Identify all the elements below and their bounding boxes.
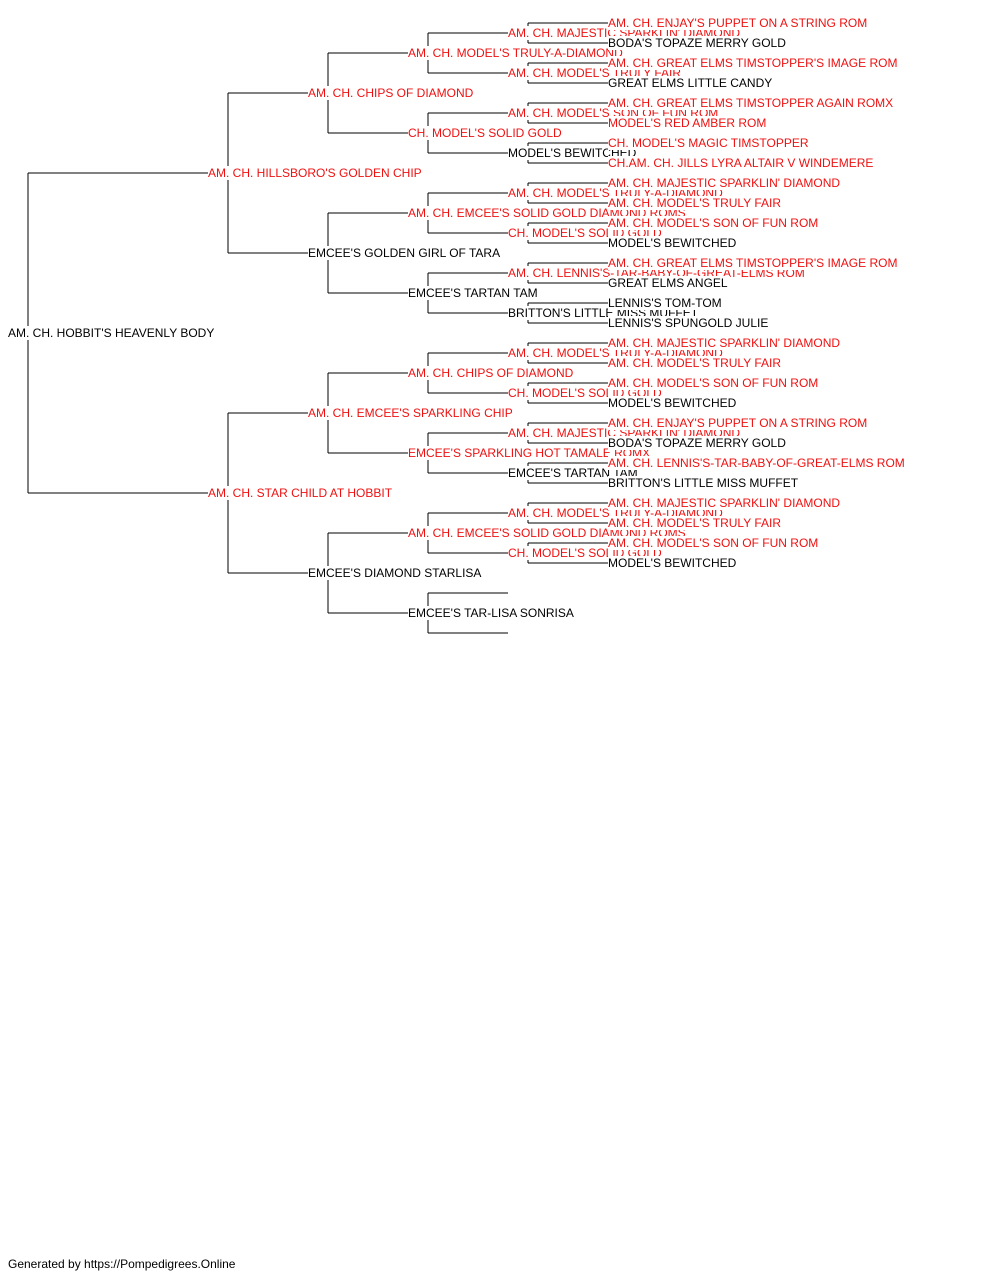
pedigree-entry-gen3: EMCEE'S TARTAN TAM	[408, 286, 540, 300]
pedigree-entry-gen5: CH.AM. CH. JILLS LYRA ALTAIR V WINDEMERE	[608, 156, 876, 170]
footer-credit: Generated by https://Pompedigrees.Online	[8, 1257, 236, 1271]
pedigree-entry-gen3: EMCEE'S SPARKLING HOT TAMALE ROMX	[408, 446, 653, 460]
pedigree-entry-gen3: AM. CH. CHIPS OF DIAMOND	[408, 366, 576, 380]
pedigree-entry-gen5: AM. CH. MODEL'S SON OF FUN ROM	[608, 376, 821, 390]
pedigree-entry-gen4: MODEL'S BEWITCHED	[508, 146, 639, 160]
pedigree-entry-gen2: AM. CH. CHIPS OF DIAMOND	[308, 86, 476, 100]
pedigree-entry-gen0: AM. CH. HOBBIT'S HEAVENLY BODY	[8, 326, 217, 340]
pedigree-entry-gen5: AM. CH. GREAT ELMS TIMSTOPPER AGAIN ROMX	[608, 96, 896, 110]
pedigree-entry-gen3: EMCEE'S TAR-LISA SONRISA	[408, 606, 576, 620]
pedigree-entry-gen5: AM. CH. LENNIS'S-TAR-BABY-OF-GREAT-ELMS …	[608, 456, 907, 470]
pedigree-entry-gen5: AM. CH. ENJAY'S PUPPET ON A STRING ROM	[608, 416, 870, 430]
pedigree-entry-gen3: CH. MODEL'S SOLID GOLD	[408, 126, 564, 140]
pedigree-entry-gen5: AM. CH. GREAT ELMS TIMSTOPPER'S IMAGE RO…	[608, 56, 900, 70]
pedigree-entry-gen3: AM. CH. MODEL'S TRULY-A-DIAMOND	[408, 46, 625, 60]
pedigree-entry-gen5: AM. CH. MAJESTIC SPARKLIN' DIAMOND	[608, 336, 843, 350]
pedigree-entry-gen5: BODA'S TOPAZE MERRY GOLD	[608, 436, 788, 450]
pedigree-entry-gen5: GREAT ELMS ANGEL	[608, 276, 730, 290]
pedigree-entry-gen5: BRITTON'S LITTLE MISS MUFFET	[608, 476, 801, 490]
pedigree-entry-gen5: MODEL'S BEWITCHED	[608, 396, 739, 410]
pedigree-entry-gen1: AM. CH. STAR CHILD AT HOBBIT	[208, 486, 395, 500]
pedigree-entry-gen5: MODEL'S RED AMBER ROM	[608, 116, 769, 130]
pedigree-entry-gen5: AM. CH. ENJAY'S PUPPET ON A STRING ROM	[608, 16, 870, 30]
pedigree-entry-gen5: AM. CH. MODEL'S TRULY FAIR	[608, 356, 783, 370]
pedigree-entry-gen5: LENNIS'S TOM-TOM	[608, 296, 724, 310]
pedigree-entry-gen5: AM. CH. MODEL'S SON OF FUN ROM	[608, 536, 821, 550]
pedigree-entry-gen5: CH. MODEL'S MAGIC TIMSTOPPER	[608, 136, 811, 150]
pedigree-entry-gen5: MODEL'S BEWITCHED	[608, 236, 739, 250]
pedigree-entry-gen5: BODA'S TOPAZE MERRY GOLD	[608, 36, 788, 50]
pedigree-entry-gen2: EMCEE'S GOLDEN GIRL OF TARA	[308, 246, 503, 260]
pedigree-entry-gen5: AM. CH. MODEL'S SON OF FUN ROM	[608, 216, 821, 230]
pedigree-entry-gen5: MODEL'S BEWITCHED	[608, 556, 739, 570]
pedigree-entry-gen5: AM. CH. MODEL'S TRULY FAIR	[608, 196, 783, 210]
pedigree-entry-gen5: GREAT ELMS LITTLE CANDY	[608, 76, 775, 90]
pedigree-entry-gen5: AM. CH. MAJESTIC SPARKLIN' DIAMOND	[608, 496, 843, 510]
pedigree-entry-gen5: AM. CH. MAJESTIC SPARKLIN' DIAMOND	[608, 176, 843, 190]
pedigree-entry-gen5: AM. CH. GREAT ELMS TIMSTOPPER'S IMAGE RO…	[608, 256, 900, 270]
pedigree-entry-gen4: EMCEE'S TARTAN TAM	[508, 466, 640, 480]
pedigree-entry-gen2: AM. CH. EMCEE'S SPARKLING CHIP	[308, 406, 515, 420]
pedigree-entry-gen2: EMCEE'S DIAMOND STARLISA	[308, 566, 484, 580]
pedigree-entry-gen5: AM. CH. MODEL'S TRULY FAIR	[608, 516, 783, 530]
pedigree-entry-gen5: LENNIS'S SPUNGOLD JULIE	[608, 316, 771, 330]
pedigree-entry-gen1: AM. CH. HILLSBORO'S GOLDEN CHIP	[208, 166, 424, 180]
